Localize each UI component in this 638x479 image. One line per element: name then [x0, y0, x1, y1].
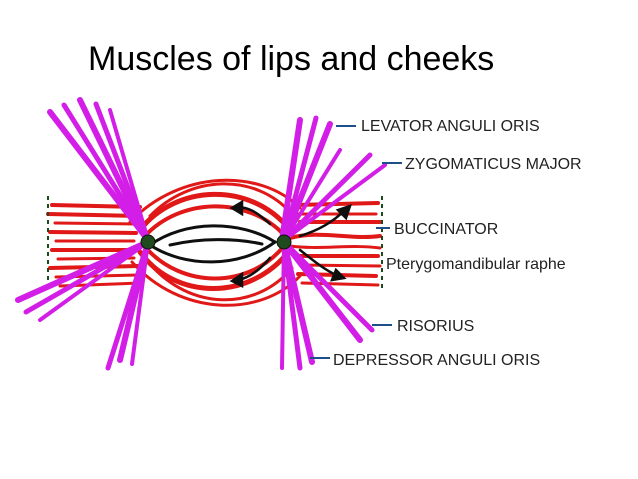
modiolus-nodes	[140, 234, 292, 250]
elevator-depressor-muscles	[15, 97, 387, 371]
label-depressor-anguli-oris: DEPRESSOR ANGULI ORIS	[333, 352, 540, 369]
diagram-labels: LEVATOR ANGULI ORIS ZYGOMATICUS MAJOR BU…	[333, 118, 582, 369]
right-modiolus	[276, 234, 292, 250]
label-zygomaticus-major: ZYGOMATICUS MAJOR	[405, 156, 582, 173]
slide-title: Muscles of lips and cheeks	[88, 40, 495, 78]
label-levator-anguli-oris: LEVATOR ANGULI ORIS	[361, 118, 540, 135]
left-modiolus	[140, 234, 156, 250]
decussation-arrows	[229, 199, 352, 289]
leader-lines	[310, 125, 402, 359]
lips-outline	[148, 224, 277, 264]
label-risorius: RISORIUS	[397, 318, 474, 335]
pterygomandibular-raphe-lines	[47, 196, 383, 292]
label-buccinator: BUCCINATOR	[394, 221, 498, 238]
label-pterygomandibular-raphe: Pterygomandibular raphe	[386, 256, 566, 273]
